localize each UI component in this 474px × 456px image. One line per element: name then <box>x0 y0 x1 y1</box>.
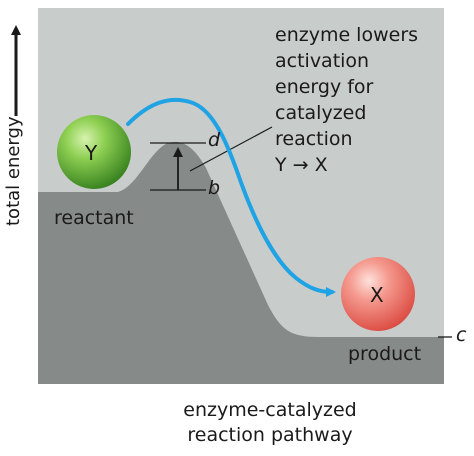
reactant-symbol: Y <box>85 141 98 165</box>
level-d-label: d <box>208 129 221 151</box>
annotation-text: enzyme lowers activation energy for cata… <box>275 22 418 178</box>
annotation-line: reaction <box>275 128 353 150</box>
y-axis-label: total energy <box>3 116 24 226</box>
level-c-label: c <box>456 324 467 346</box>
annotation-line: Y → X <box>275 154 328 176</box>
level-b-label: b <box>208 177 221 199</box>
annotation-line: activation <box>275 50 370 72</box>
annotation-leader-line <box>189 126 273 172</box>
x-axis-label: enzyme-catalyzed reaction pathway <box>140 398 400 448</box>
reactant-label: reactant <box>54 207 134 229</box>
annotation-line: catalyzed <box>275 102 367 124</box>
product-symbol: X <box>370 283 384 307</box>
x-axis-label-line: reaction pathway <box>187 424 353 446</box>
product-label: product <box>348 343 422 365</box>
reactant-sphere <box>57 115 131 189</box>
annotation-line: energy for <box>275 76 374 98</box>
energy-profile-curve <box>38 141 444 384</box>
annotation-line: enzyme lowers <box>275 24 419 46</box>
reaction-pathway-arrow <box>126 97 336 297</box>
x-axis-label-line: enzyme-catalyzed <box>183 399 357 421</box>
product-sphere <box>341 257 415 331</box>
